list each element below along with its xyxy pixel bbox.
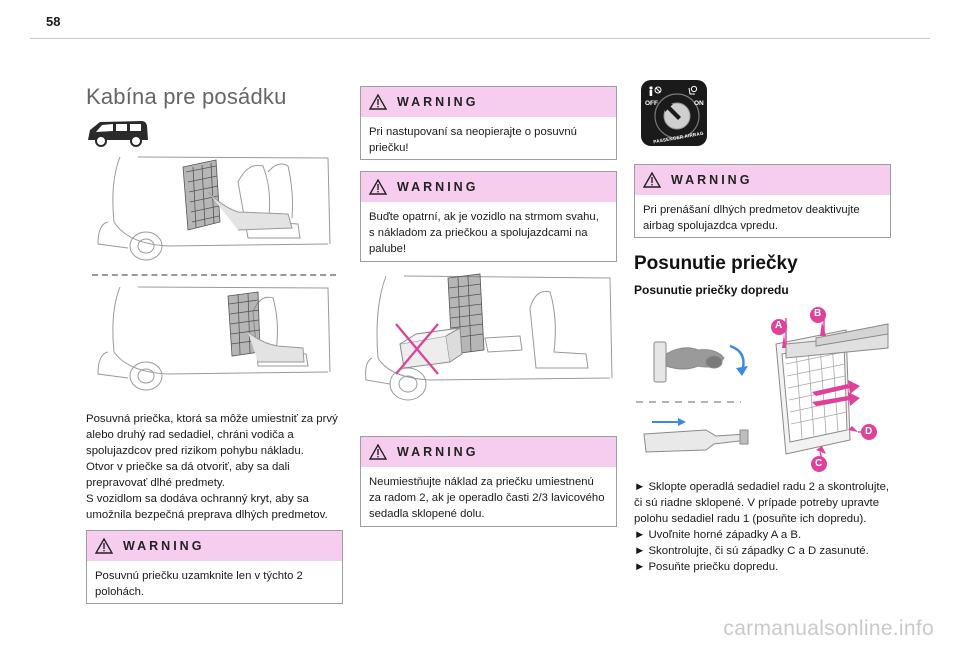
- warning-text: Neumiestňujte náklad za priečku umiestne…: [369, 476, 605, 520]
- warning-box-boarding: WARNING Pri nastupovaní sa neopierajte o…: [360, 86, 617, 160]
- warning-text: Pri nastupovaní sa neopierajte o posuvnú…: [369, 126, 577, 154]
- switch-off-label: OFF: [645, 100, 658, 107]
- warning-header: WARNING: [635, 165, 890, 195]
- warning-header: WARNING: [361, 437, 616, 467]
- airbag-person-icon: [649, 86, 662, 96]
- cabin-partition-row1-illustration: [97, 156, 331, 261]
- warning-box-row2-load: WARNING Neumiestňujte náklad za priečku …: [360, 436, 617, 527]
- van-icon: [88, 121, 148, 147]
- switch-arrow-icon: [665, 104, 681, 120]
- airbag-seat-icon: [688, 85, 698, 95]
- warning-triangle-icon: [369, 444, 387, 460]
- partition-latch-illustration: [636, 307, 889, 472]
- move-section-subtitle: Posunutie priečky dopredu: [634, 283, 789, 297]
- warning-box-slope: WARNING Buďte opatrní, ak je vozidlo na …: [360, 171, 617, 262]
- warning-title: WARNING: [123, 539, 205, 553]
- warning-triangle-icon: [643, 172, 661, 188]
- column-left: Kabína pre posádku: [86, 72, 342, 110]
- callout-c-label: C: [815, 458, 823, 469]
- callout-d: [861, 424, 877, 440]
- warning-title: WARNING: [671, 173, 753, 187]
- callout-b-label: B: [814, 308, 822, 319]
- cabin-partition-row2-illustration: [97, 286, 331, 391]
- callout-b: [810, 307, 826, 323]
- callout-c: [811, 456, 827, 472]
- warning-box-airbag: WARNING Pri prenášaní dlhých predmetov d…: [634, 164, 891, 238]
- switch-on-label: ON: [694, 100, 704, 107]
- callout-a: [771, 319, 787, 335]
- warning-text: Posuvnú priečku uzamknite len v týchto 2…: [95, 570, 303, 598]
- warning-triangle-icon: [369, 179, 387, 195]
- warning-triangle-icon: [369, 94, 387, 110]
- figure-separator: [92, 274, 336, 276]
- callout-a-label: A: [775, 320, 783, 331]
- move-steps-text: ► Sklopte operadlá sedadiel radu 2 a sko…: [634, 481, 890, 573]
- warning-title: WARNING: [397, 180, 479, 194]
- warning-header: WARNING: [361, 87, 616, 117]
- warning-header: WARNING: [361, 172, 616, 202]
- warning-text: Buďte opatrní, ak je vozidlo na strmom s…: [369, 211, 599, 255]
- warning-box-lock-positions: WARNING Posuvnú priečku uzamknite len v …: [86, 530, 343, 604]
- forbidden-cross-icon: [395, 323, 439, 375]
- top-divider: [30, 38, 930, 39]
- page-number: 58: [46, 14, 61, 29]
- warning-text: Pri prenášaní dlhých predmetov deaktivuj…: [643, 204, 860, 232]
- forbidden-load-illustration: [365, 273, 613, 401]
- move-section-title: Posunutie priečky: [634, 253, 798, 274]
- callout-d-label: D: [865, 426, 873, 437]
- warning-header: WARNING: [87, 531, 342, 561]
- section-title: Kabína pre posádku: [86, 84, 287, 109]
- section-intro-text: Posuvná priečka, ktorá sa môže umiestniť…: [86, 413, 338, 521]
- warning-title: WARNING: [397, 445, 479, 459]
- footer-watermark: carmanualsonline.info: [723, 617, 934, 640]
- warning-triangle-icon: [95, 538, 113, 554]
- warning-title: WARNING: [397, 95, 479, 109]
- passenger-airbag-switch: OFF ON PASSENGER AIRBAG: [641, 80, 707, 146]
